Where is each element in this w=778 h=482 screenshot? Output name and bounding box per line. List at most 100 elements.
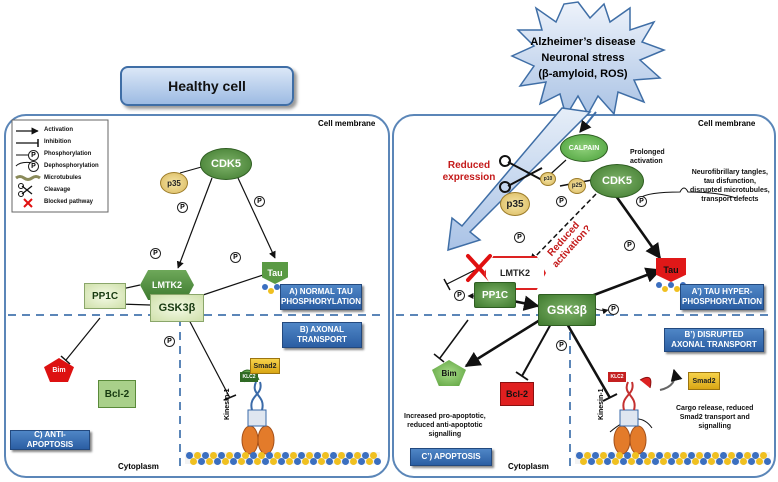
tubulin-dot [616, 452, 623, 459]
prolonged-line-2: activation [630, 158, 663, 165]
tubulin-dot [374, 458, 381, 465]
tubulin-dot [202, 452, 209, 459]
tubulin-dot [764, 458, 771, 465]
cargo-line-2: Smad2 transport and [679, 414, 750, 421]
tubulin-dot [330, 452, 337, 459]
tubulin-dot [664, 452, 671, 459]
tubulin-dot [674, 286, 680, 292]
tubulin-dot [274, 284, 280, 290]
reduced-expression-line-2: expression [442, 172, 496, 183]
cargo-line-3: signalling [698, 423, 732, 430]
tubulin-dot [584, 452, 591, 459]
tubulin-dot [286, 458, 293, 465]
disease-p25-node: p25 [568, 178, 586, 194]
tubulin-dot [580, 458, 587, 465]
tubulin-dot [334, 458, 341, 465]
tubulin-dot [262, 458, 269, 465]
tubulin-dot [596, 458, 603, 465]
phospho-marker: P [636, 196, 647, 207]
healthy-box-tau-phosphorylation: A) NORMAL TAU PHOSPHORYLATION [280, 284, 362, 310]
tubulin-dot [254, 458, 261, 465]
tubulin-dot [708, 458, 715, 465]
tangles-line-3: disrupted microtubules, [690, 187, 770, 194]
tubulin-dot [632, 452, 639, 459]
tubulin-dot [342, 458, 349, 465]
tubulin-dot [230, 458, 237, 465]
tubulin-dot [302, 458, 309, 465]
tubulin-dot [294, 458, 301, 465]
legend-label-microtubule: Microtubules [44, 175, 82, 181]
tubulin-dot [346, 452, 353, 459]
phospho-marker: P [28, 161, 39, 172]
tubulin-dot [246, 458, 253, 465]
healthy-gsk3b-node: GSK3β [150, 294, 204, 322]
disease-p35-node: p35 [500, 192, 530, 216]
phospho-marker: P [624, 240, 635, 251]
tubulin-dot [656, 282, 662, 288]
tubulin-dot [322, 452, 329, 459]
stress-big-arrow [447, 107, 592, 252]
disease-lc2-label: KLC2 [608, 372, 626, 382]
tubulin-dot [636, 458, 643, 465]
tubulin-dot [290, 452, 297, 459]
apoptotic-line-2: reduced anti-apoptotic [407, 422, 483, 429]
healthy-bcl2-node: Bcl-2 [98, 380, 136, 408]
apoptotic-signalling-label: Increased pro-apoptotic, reduced anti-ap… [404, 412, 486, 439]
tangles-label: Neurofibrillary tangles, tau disfunction… [690, 168, 770, 204]
tubulin-dot [370, 452, 377, 459]
tubulin-dot [672, 452, 679, 459]
apoptotic-line-1: Increased pro-apoptotic, [404, 413, 486, 420]
healthy-kinesin-motor [241, 369, 275, 455]
disease-cdk5-node: CDK5 [590, 164, 644, 198]
tubulin-dot [652, 458, 659, 465]
healthy-p35-node: p35 [160, 172, 188, 194]
healthy-tau-node: Tau [262, 262, 288, 284]
legend-label-dephosphorylation: Dephosphorylation [44, 163, 99, 169]
tubulin-dot [234, 452, 241, 459]
tubulin-dot [270, 458, 277, 465]
tubulin-dot [354, 452, 361, 459]
tubulin-dot [238, 458, 245, 465]
disease-cytoplasm-label: Cytoplasm [508, 462, 549, 471]
phospho-marker: P [556, 340, 567, 351]
stress-starburst [510, 1, 667, 118]
tubulin-dot [676, 458, 683, 465]
disease-kinesin-motor [613, 368, 683, 455]
reduced-expression-label: Reduced expression [434, 160, 504, 184]
tubulin-dot [724, 458, 731, 465]
disease-scissors-icon [499, 155, 543, 193]
tubulin-dot [206, 458, 213, 465]
phospho-marker: P [254, 196, 265, 207]
tubulin-dot [190, 458, 197, 465]
tangles-line-1: Neurofibrillary tangles, [691, 169, 768, 176]
tubulin-dot [198, 458, 205, 465]
tubulin-dot [242, 452, 249, 459]
disease-kinesin-label: Kinesin-1 [598, 388, 605, 420]
tubulin-dot [648, 452, 655, 459]
tubulin-dot [736, 452, 743, 459]
tubulin-dot [250, 452, 257, 459]
healthy-kinesin-label: Kinesin-1 [224, 388, 231, 420]
cargo-line-1: Cargo release, reduced [676, 405, 754, 412]
tubulin-dot [262, 284, 268, 290]
tubulin-dot [752, 452, 759, 459]
tubulin-dot [314, 452, 321, 459]
tubulin-dot [732, 458, 739, 465]
legend-label-activation-arrow: Activation [44, 127, 74, 133]
tubulin-dot [338, 452, 345, 459]
disease-calpain-node: CALPAIN [560, 134, 608, 162]
phospho-marker: P [454, 290, 465, 301]
tubulin-dot [258, 452, 265, 459]
tubulin-dot [628, 458, 635, 465]
tubulin-dot [218, 452, 225, 459]
phospho-marker: P [556, 196, 567, 207]
tubulin-dot [756, 458, 763, 465]
tubulin-dot [362, 452, 369, 459]
tubulin-dot [210, 452, 217, 459]
tubulin-dot [656, 452, 663, 459]
tubulin-dot [604, 458, 611, 465]
tubulin-dot [660, 458, 667, 465]
tubulin-dot [310, 458, 317, 465]
